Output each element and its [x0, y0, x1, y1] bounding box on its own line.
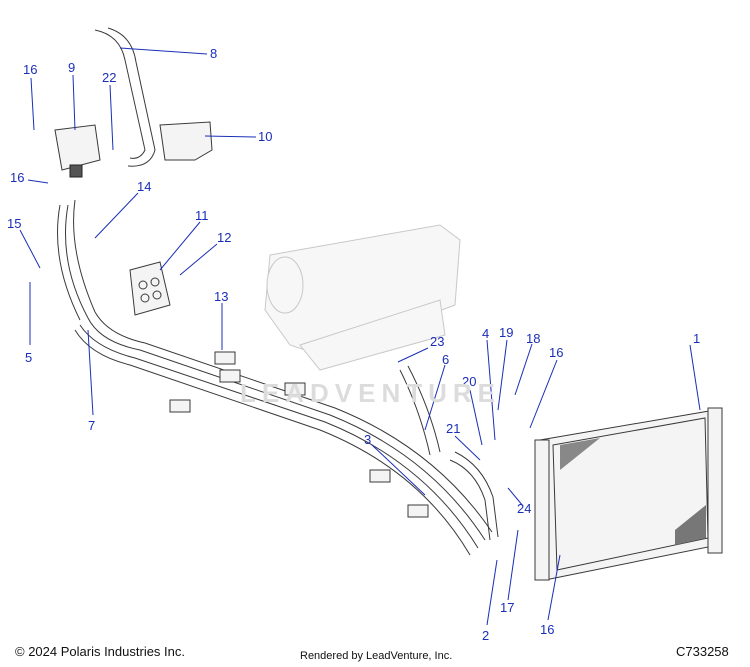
watermark: LEADVENTURE	[240, 378, 502, 408]
callout-22: 22	[102, 70, 116, 85]
grommet-block	[129, 261, 171, 316]
callout-5: 5	[25, 350, 32, 365]
drain-hose	[399, 365, 441, 456]
callout-18: 18	[526, 331, 540, 346]
condenser	[534, 407, 723, 581]
callout-2: 2	[482, 628, 489, 643]
diagram-code: C733258	[676, 644, 729, 659]
callout-16-left: 16	[10, 170, 24, 185]
ac-line-bundle	[57, 199, 493, 556]
copyright-text: © 2024 Polaris Industries Inc.	[15, 644, 185, 659]
mounting-bracket	[159, 121, 213, 161]
callout-20: 20	[462, 374, 476, 389]
callout-23: 23	[430, 334, 444, 349]
callout-12: 12	[217, 230, 231, 245]
rendered-by-text: Rendered by LeadVenture, Inc.	[300, 650, 453, 662]
callout-11: 11	[195, 208, 209, 223]
callout-19: 19	[499, 325, 513, 340]
callout-24: 24	[517, 501, 531, 516]
callout-9: 9	[68, 60, 75, 75]
connecting-hose	[449, 451, 499, 541]
line-clips	[169, 351, 429, 518]
callout-15: 15	[7, 216, 21, 231]
callout-13: 13	[214, 289, 228, 304]
callout-labels: 1 2 3 4 5 6 7 8 9 10 11 12 13 14 15 16 1…	[7, 46, 700, 643]
callout-4: 4	[482, 326, 489, 341]
ghost-airbox	[264, 224, 461, 371]
leader-lines	[19, 47, 701, 626]
callout-6: 6	[442, 352, 449, 367]
callout-16-condenser-top: 16	[549, 345, 563, 360]
heater-hose	[94, 27, 156, 167]
callout-1: 1	[693, 331, 700, 346]
callout-17: 17	[500, 600, 514, 615]
callout-16-condenser-bottom: 16	[540, 622, 554, 637]
callout-14: 14	[137, 179, 151, 194]
callout-21: 21	[446, 421, 460, 436]
callout-16-valve: 16	[23, 62, 37, 77]
callout-10: 10	[258, 129, 272, 144]
callout-3: 3	[364, 432, 371, 447]
heater-valve	[54, 124, 101, 178]
callout-7: 7	[88, 418, 95, 433]
callout-8: 8	[210, 46, 217, 61]
